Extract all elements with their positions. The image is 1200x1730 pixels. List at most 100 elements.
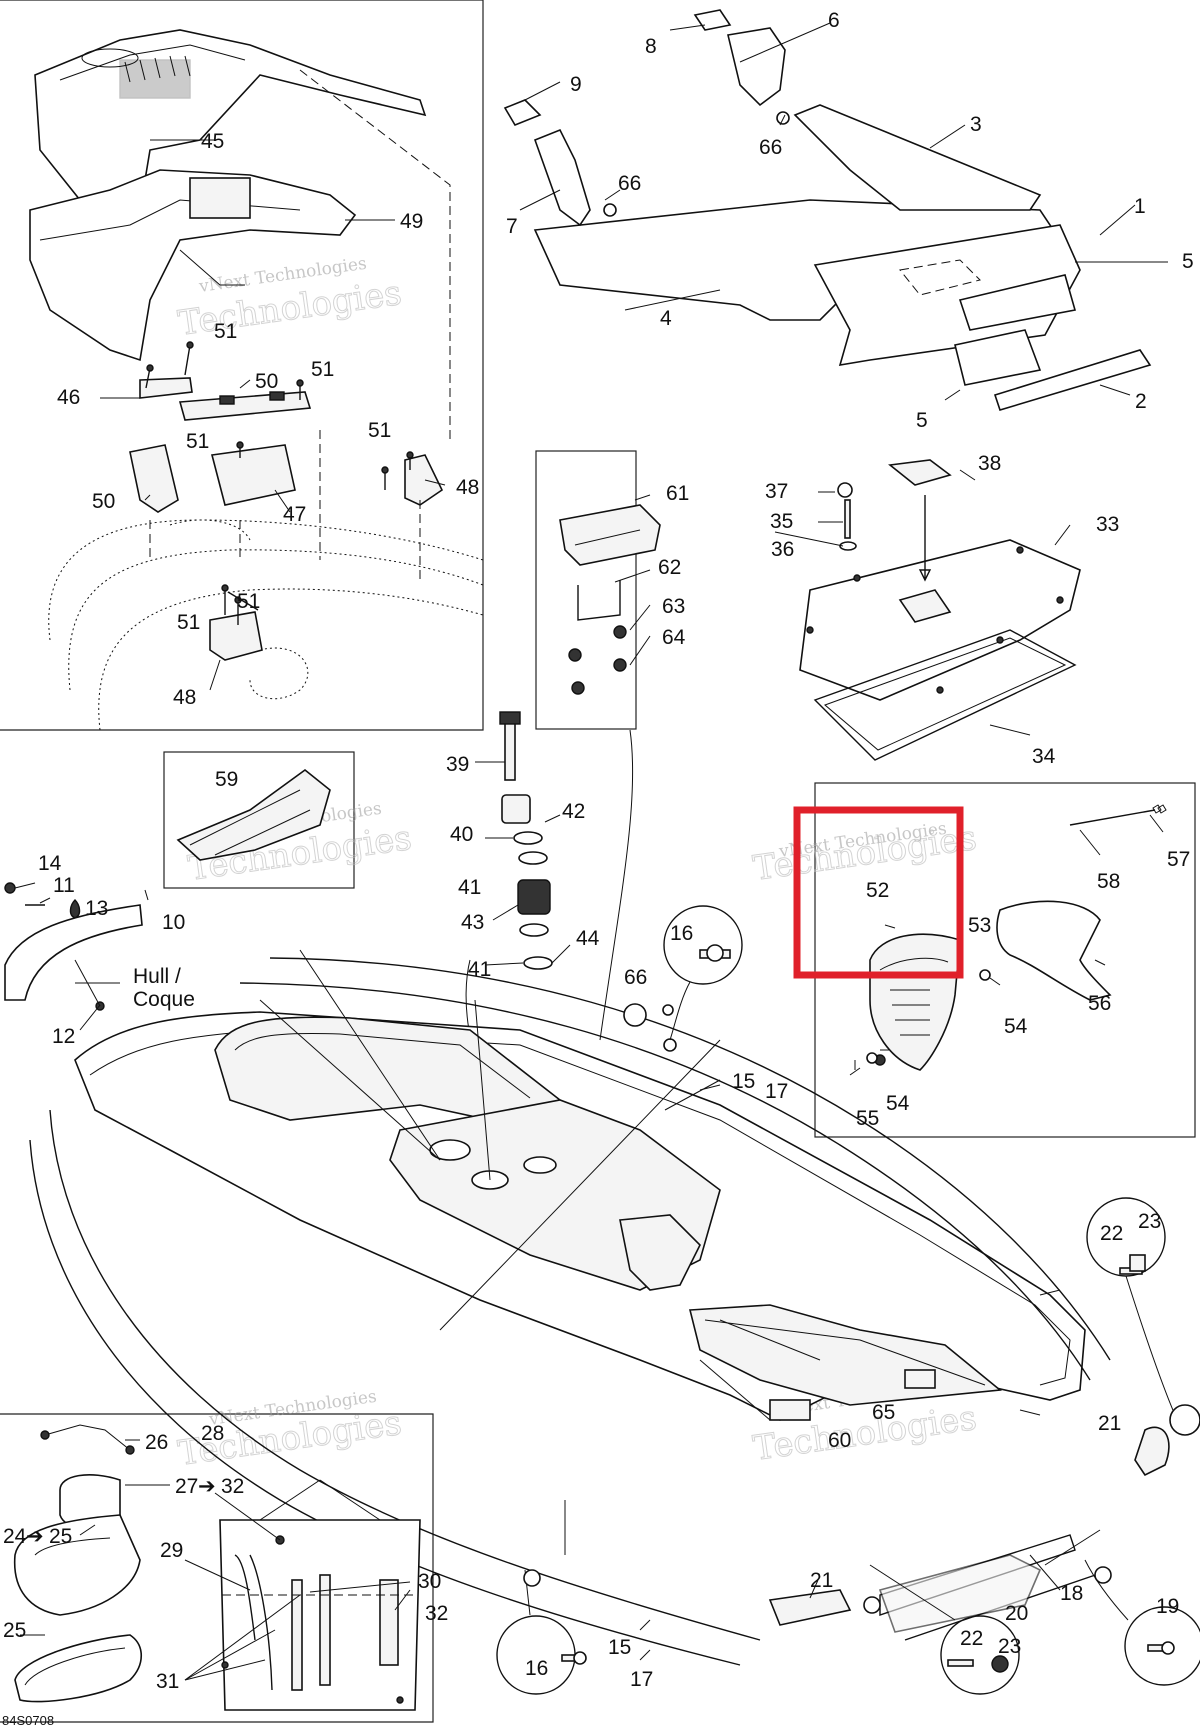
- handle-assembly: [559, 504, 661, 1041]
- part-number: 49: [400, 210, 423, 233]
- part-59: [176, 768, 331, 861]
- part-number: 58: [1097, 870, 1120, 893]
- part-number: 54: [886, 1092, 910, 1115]
- part-number: 17: [630, 1668, 653, 1691]
- part-number: 29: [160, 1539, 183, 1562]
- part-number: 11: [53, 874, 75, 897]
- part-number: 66: [618, 172, 641, 195]
- part-number: 66: [759, 136, 782, 159]
- part-number: 43: [461, 911, 484, 934]
- part-number: 20: [1005, 1602, 1028, 1625]
- part-number: 46: [57, 386, 80, 409]
- reference-code: 84S0708: [2, 1713, 55, 1728]
- leader-lines: [14, 22, 1168, 1681]
- part-number: 5: [1182, 250, 1194, 273]
- hull-label: Coque: [133, 988, 195, 1011]
- part-number: 62: [658, 556, 681, 579]
- washer-icon: [839, 541, 857, 551]
- part-number: 4: [660, 307, 672, 330]
- part-number: 21: [810, 1569, 833, 1592]
- part-number: 57: [1167, 848, 1190, 871]
- tool-kit: [13, 1424, 421, 1711]
- part-number: 50: [92, 490, 115, 513]
- part-number: 64: [662, 626, 686, 649]
- hull-label: Hull /: [133, 965, 181, 988]
- part-number: 59: [215, 768, 238, 791]
- part-number: 51: [214, 320, 237, 343]
- washer-icon: [518, 851, 548, 865]
- part-number: 23: [998, 1635, 1021, 1658]
- part-number: 32: [425, 1602, 448, 1625]
- part-number: 50: [255, 370, 278, 393]
- part-number: 16: [525, 1657, 548, 1680]
- bolt-icon: [145, 341, 414, 625]
- part-number: 7: [506, 215, 518, 238]
- part-number: 31: [156, 1670, 179, 1693]
- part-number: 56: [1088, 992, 1111, 1015]
- bolt-icon: [806, 546, 1064, 694]
- part-number: 10: [162, 911, 185, 934]
- part-number: 13: [85, 897, 108, 920]
- seat-assembly: [29, 29, 484, 731]
- watermark: Technologies: [751, 818, 979, 889]
- part-number: 2: [1135, 390, 1147, 413]
- part-number: 52: [866, 879, 889, 902]
- part-number: 9: [570, 73, 582, 96]
- hull: [29, 949, 1111, 1666]
- part-number: 21: [1098, 1412, 1121, 1435]
- part-number: 51: [237, 590, 260, 613]
- part-number: 40: [450, 823, 473, 846]
- part-number: 14: [38, 852, 62, 875]
- part-number: 15: [608, 1636, 631, 1659]
- part-number: 51: [311, 358, 334, 381]
- detail-circles: [496, 905, 1200, 1695]
- part-number: 42: [562, 800, 585, 823]
- part-number: 65: [872, 1401, 895, 1424]
- arrow-icon: [259, 949, 821, 1555]
- part-number: 51: [368, 419, 391, 442]
- washer-icon: [523, 956, 553, 970]
- part-number: 55: [856, 1107, 879, 1130]
- part-number: 23: [1138, 1210, 1161, 1233]
- small-parts-left: [4, 882, 143, 1011]
- part-number: 36: [771, 538, 794, 561]
- part-number: 38: [978, 452, 1001, 475]
- highlight-box: [793, 806, 964, 979]
- part-number: 18: [1060, 1582, 1083, 1605]
- part-number: 27: [175, 1475, 198, 1498]
- hatch-assembly: [799, 459, 1081, 761]
- part-number: 19: [1156, 1595, 1179, 1618]
- nut-icon: [571, 681, 585, 695]
- part-number: 24: [3, 1525, 27, 1548]
- part-number: 44: [576, 927, 600, 950]
- part-number: 45: [201, 130, 224, 153]
- part-number: 25: [3, 1619, 26, 1642]
- part-number: 48: [456, 476, 479, 499]
- part-number: 48: [173, 686, 196, 709]
- part-number: 22: [960, 1627, 983, 1650]
- part-number: 22: [1100, 1222, 1123, 1245]
- part-number: 63: [662, 595, 685, 618]
- part-number: 17: [765, 1080, 788, 1103]
- part-number: 5: [916, 409, 928, 432]
- part-number: 16: [670, 922, 693, 945]
- part-numbers: 1 2 3 4 5 5 6 7 8 9 10 11 12 13 14 15 15…: [3, 9, 1194, 1693]
- nut-icon: [613, 625, 627, 639]
- range-arrow: ➔: [26, 1525, 44, 1548]
- part-number: 34: [1032, 745, 1056, 768]
- part-number: 3: [970, 113, 982, 136]
- part-number: 26: [145, 1431, 168, 1454]
- part-number: 41: [458, 876, 481, 899]
- washer-icon: [979, 969, 991, 981]
- washer-icon: [513, 831, 543, 845]
- washer-icon: [519, 923, 549, 937]
- part-number: 30: [418, 1570, 441, 1593]
- part-number: 12: [52, 1025, 75, 1048]
- nut-icon: [568, 648, 582, 662]
- part-number: 60: [828, 1429, 851, 1452]
- part-number: 25: [49, 1525, 72, 1548]
- part-number: 41: [468, 958, 491, 981]
- part-number: 53: [968, 914, 991, 937]
